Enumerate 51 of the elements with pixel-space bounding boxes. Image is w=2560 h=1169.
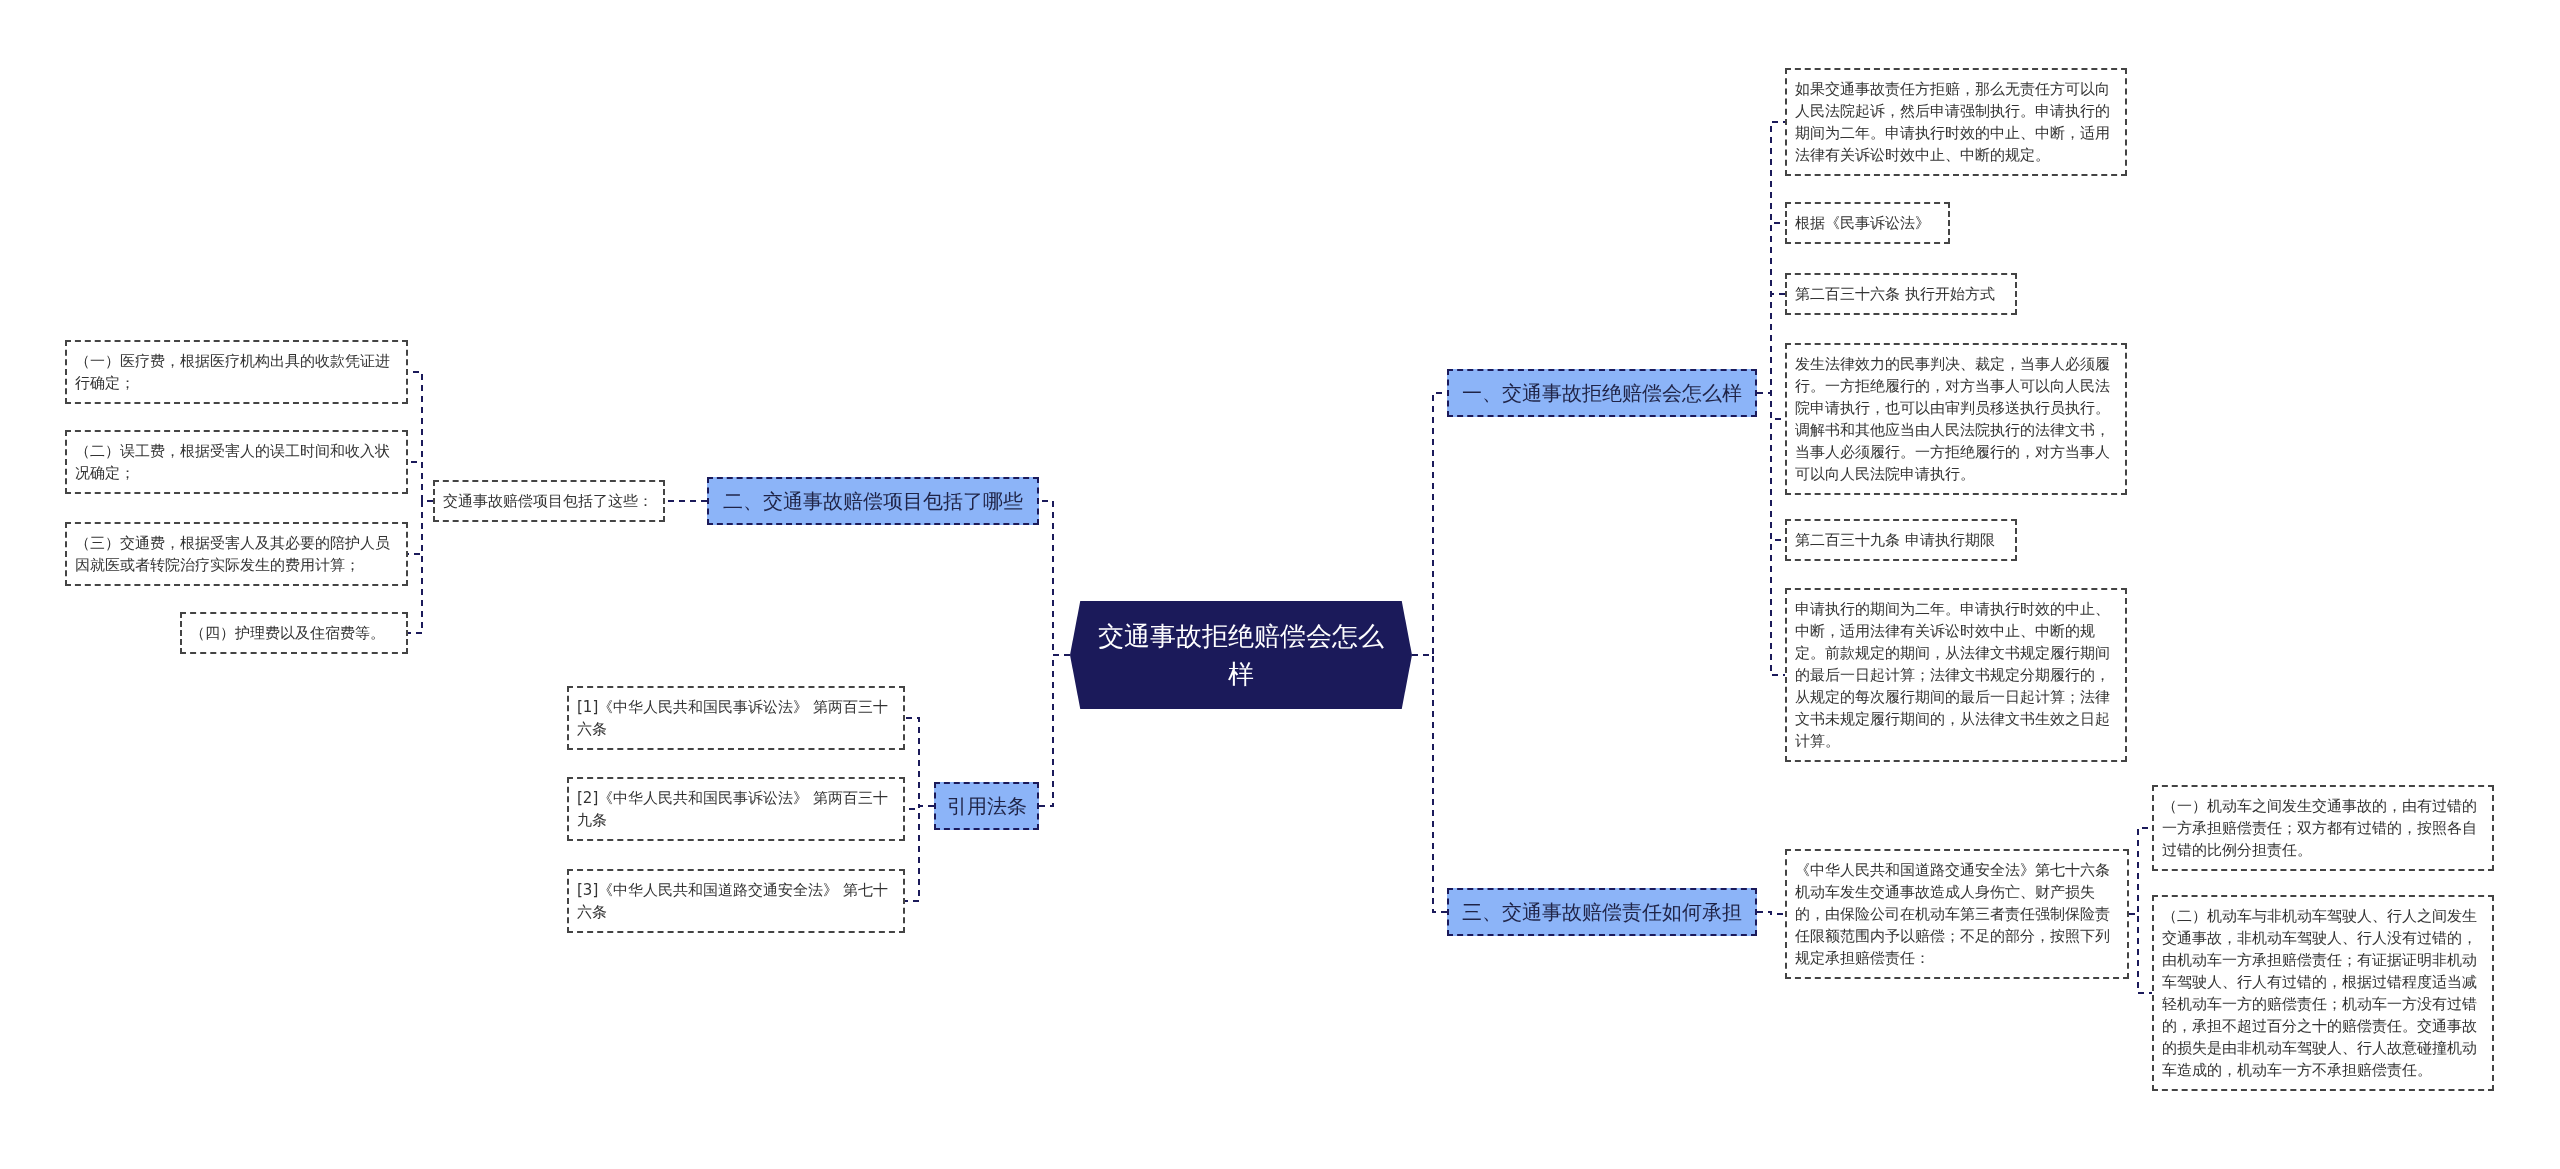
text-box — [1785, 519, 2017, 561]
text-box — [1785, 588, 2127, 762]
text-box — [1785, 68, 2127, 176]
text-box — [1785, 343, 2127, 495]
box-text: （三）交通费，根据受害人及其必要的陪护人员因就医或者转院治疗实际发生的费用计算； — [75, 533, 391, 576]
box-text: （二）机动车与非机动车驾驶人、行人之间发生交通事故，非机动车驾驶人、行人没有过错的，由机动车一方承担赔偿责任；有证据证明非机动车驾驶人、行人有过错的，根据过错程度适当减轻机动车一方的赔偿责任；机动车一方没有过错的，承担不超过百分之十的赔偿责任。交通事故的损失是由非机动车驾驶人、行人故意碰撞机动车造成的，机动车一方不承担赔偿责任。 — [2162, 906, 2478, 1081]
topic-box — [1447, 369, 1757, 417]
text-box — [180, 612, 408, 654]
text-box — [1785, 202, 1950, 244]
topic-label: 三、交通事故赔偿责任如何承担 — [1461, 899, 1743, 926]
text-box — [567, 777, 905, 841]
connector-line — [1756, 911, 1786, 915]
text-box — [1785, 273, 2017, 315]
topic-box — [1447, 888, 1757, 936]
text-box — [433, 480, 665, 522]
text-box — [65, 430, 408, 494]
connector-line — [2128, 913, 2153, 994]
box-text: 《中华人民共和国道路交通安全法》第七十六条机动车发生交通事故造成人身伤亡、财产损失的，由保险公司在机动车第三者责任强制保险责任限额范围内予以赔偿；不足的部分，按照下列规定承担赔偿责任： — [1795, 860, 2111, 969]
box-text: 交通事故赔偿项目包括了这些： — [443, 491, 654, 512]
text-box — [65, 340, 408, 404]
topic-box — [934, 782, 1039, 830]
text-box — [567, 686, 905, 750]
box-text: 根据《民事诉讼法》 — [1795, 213, 1931, 234]
topic-label: 引用法条 — [945, 793, 1028, 820]
connector-line — [1756, 392, 1786, 676]
box-text: （一）医疗费，根据医疗机构出具的收款凭证进行确定； — [75, 351, 391, 394]
box-text: （四）护理费以及住宿费等。 — [190, 623, 386, 644]
topic-label: 二、交通事故赔偿项目包括了哪些 — [722, 488, 1024, 515]
root-topic — [1070, 601, 1412, 709]
box-text: （一）机动车之间发生交通事故的，由有过错的一方承担赔偿责任；双方都有过错的，按照各自过错的比例分担责任。 — [2162, 796, 2478, 861]
box-text: [3]《中华人民共和国道路交通安全法》 第七十六条 — [577, 880, 889, 923]
box-text: （二）误工费，根据受害人的误工时间和收入状况确定； — [75, 441, 391, 484]
connector-line — [407, 500, 434, 634]
topic-box — [707, 477, 1039, 525]
text-box — [567, 869, 905, 933]
text-box — [2152, 785, 2494, 871]
box-text: [1]《中华人民共和国民事诉讼法》 第两百三十六条 — [577, 697, 889, 740]
text-box — [65, 522, 408, 586]
box-text: 第二百三十六条 执行开始方式 — [1795, 284, 1996, 305]
box-text: 申请执行的期间为二年。申请执行时效的中止、中断，适用法律有关诉讼时效中止、中断的规定。前款规定的期间，从法律文书规定履行期间的最后一日起计算；法律文书规定分期履行的，从规定的每次履行期间的最后一日起计算；法律文书未规定履行期间的，从法律文书生效之日起计算。 — [1795, 599, 2111, 752]
text-box — [2152, 895, 2494, 1091]
topic-label: 一、交通事故拒绝赔偿会怎么样 — [1461, 380, 1743, 407]
connector-line — [1038, 654, 1071, 807]
box-text: [2]《中华人民共和国民事诉讼法》 第两百三十九条 — [577, 788, 889, 831]
box-text: 发生法律效力的民事判决、裁定，当事人必须履行。一方拒绝履行的，对方当事人可以向人民法院申请执行，也可以由审判员移送执行员执行。调解书和其他应当由人民法院执行的法律文书，当事人必须履行。一方拒绝履行的，对方当事人可以向人民法院申请执行。 — [1795, 354, 2111, 485]
connector-line — [904, 805, 935, 902]
connector-line — [1411, 654, 1448, 913]
text-box — [1785, 849, 2129, 979]
box-text: 第二百三十九条 申请执行期限 — [1795, 530, 1996, 551]
root-title: 交通事故拒绝赔偿会怎么样 — [1097, 620, 1385, 691]
box-text: 如果交通事故责任方拒赔，那么无责任方可以向人民法院起诉，然后申请强制执行。申请执行的期间为二年。申请执行时效的中止、中断，适用法律有关诉讼时效中止、中断的规定。 — [1795, 79, 2111, 166]
